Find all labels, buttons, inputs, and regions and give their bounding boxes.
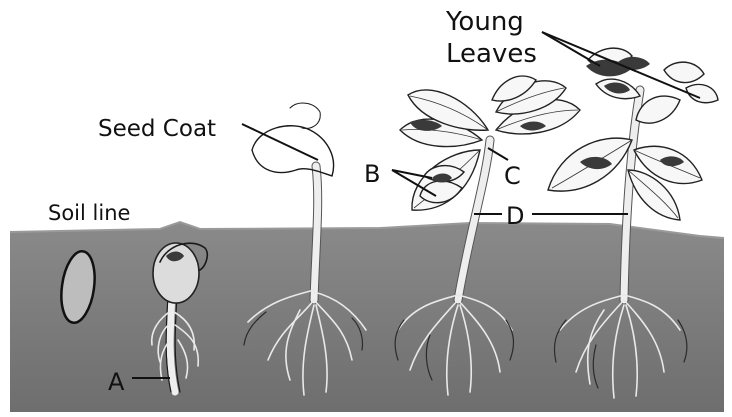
label-a: A — [108, 368, 125, 396]
young-leaves-label-line2: Leaves — [446, 39, 537, 69]
seed-coat — [252, 126, 334, 176]
label-c: C — [504, 162, 521, 190]
soil-line-label: Soil line — [48, 201, 130, 225]
seed-coat-label: Seed Coat — [98, 116, 216, 142]
label-d: D — [506, 202, 524, 230]
leaf — [664, 62, 704, 82]
young-leaves-pointer — [542, 32, 600, 66]
young-leaves-label-line1: Young — [445, 7, 524, 37]
label-b: B — [364, 160, 380, 188]
